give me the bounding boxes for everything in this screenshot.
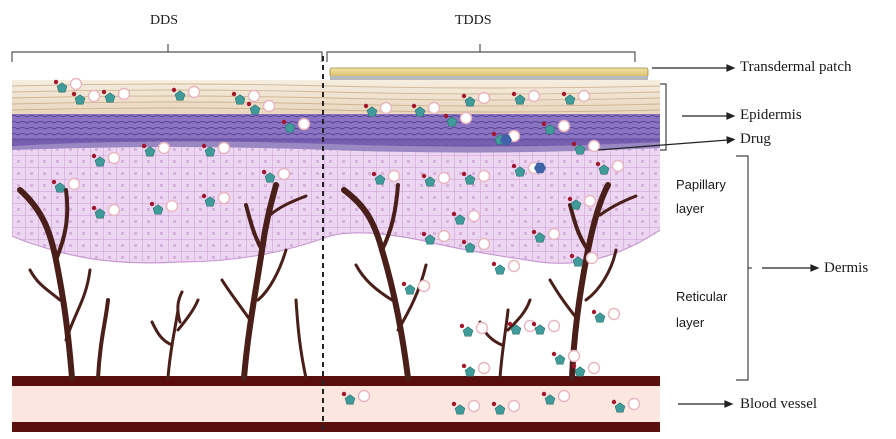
drug-molecule bbox=[572, 363, 600, 377]
tdds-bracket bbox=[327, 44, 635, 62]
drug-molecule bbox=[492, 261, 520, 275]
papillary-layer-label-2: layer bbox=[676, 202, 704, 215]
drug-molecule bbox=[592, 309, 620, 323]
drug-molecule bbox=[462, 363, 490, 377]
dermis-label: Dermis bbox=[824, 261, 868, 276]
epidermis-bracket bbox=[660, 84, 666, 150]
drug-label: Drug bbox=[740, 132, 771, 147]
blood-vessel bbox=[12, 376, 660, 432]
transdermal-patch-label: Transdermal patch bbox=[740, 60, 852, 75]
reticular-layer-label-1: Reticular bbox=[676, 290, 727, 303]
dds-label: DDS bbox=[150, 14, 178, 28]
drug-molecule bbox=[460, 323, 488, 337]
papillary-layer-label-1: Papillary bbox=[676, 178, 726, 191]
blood-vessel-label: Blood vessel bbox=[740, 397, 817, 412]
dermis-bracket bbox=[736, 156, 752, 380]
tdds-label: TDDS bbox=[455, 14, 492, 28]
reticular-layer-label-2: layer bbox=[676, 316, 704, 329]
dds-bracket bbox=[12, 44, 322, 62]
epidermis-label: Epidermis bbox=[740, 108, 802, 123]
transdermal-patch bbox=[330, 68, 648, 80]
